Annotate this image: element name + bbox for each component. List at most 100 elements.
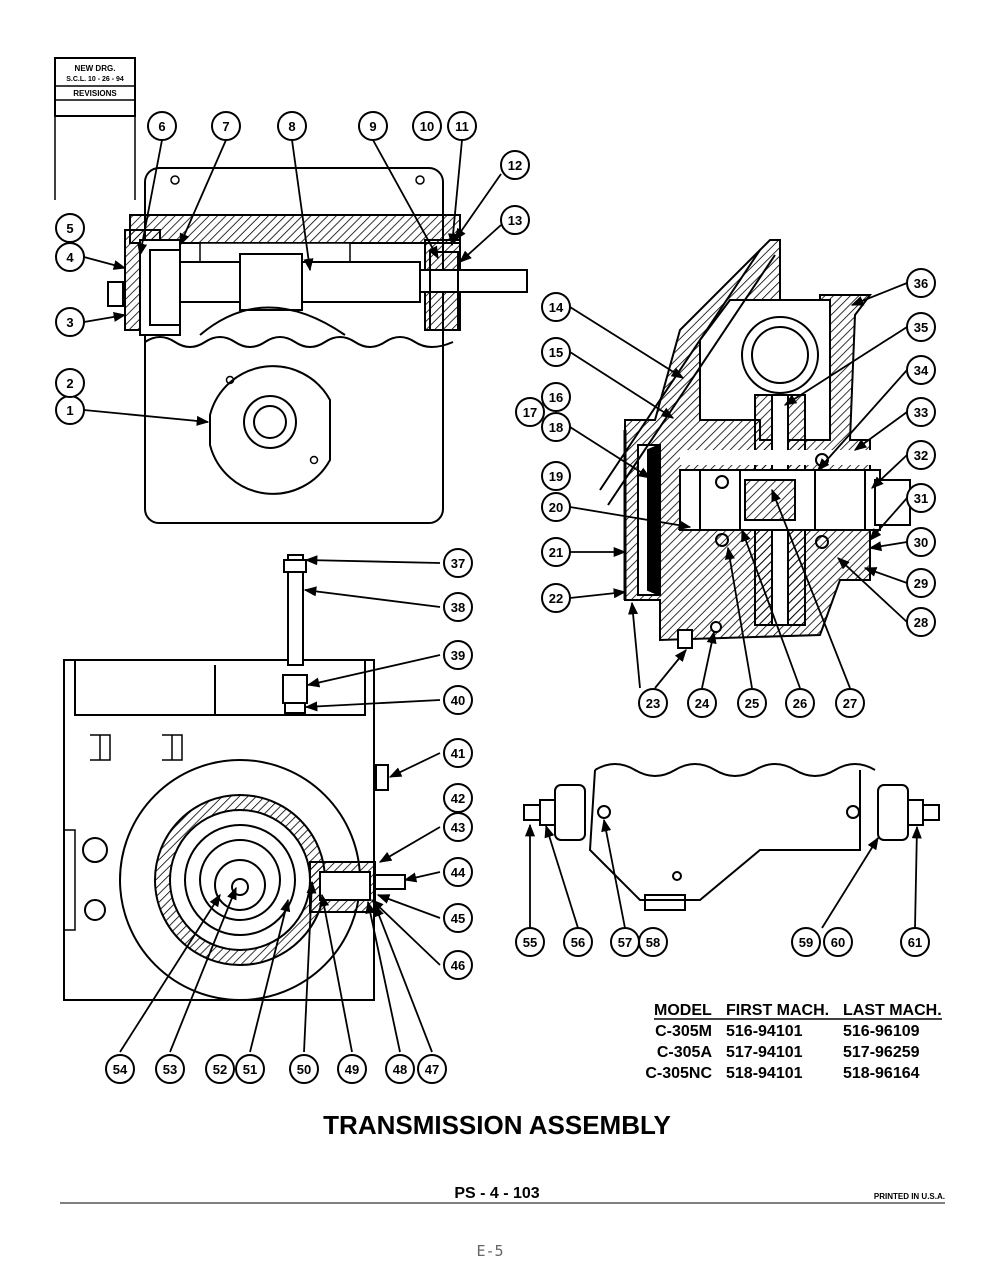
leader-4 — [83, 256, 127, 270]
callout-56: 56 — [563, 927, 593, 957]
callout-7: 7 — [211, 111, 241, 141]
callout-number: 1 — [66, 403, 73, 418]
callout-36: 36 — [906, 268, 936, 298]
callout-number: 46 — [451, 958, 465, 973]
leader-34 — [817, 369, 908, 471]
leader-9 — [372, 139, 439, 260]
callout-57: 57 — [610, 927, 640, 957]
leader-32 — [871, 454, 908, 489]
leader-20 — [569, 506, 692, 531]
callout-number: 2 — [66, 376, 73, 391]
callout-circle — [906, 440, 936, 470]
callout-number: 30 — [914, 535, 928, 550]
revisions-line2: S.C.L. 10 - 26 - 94 — [66, 76, 124, 83]
callout-47: 47 — [417, 1054, 447, 1084]
drawing-title: TRANSMISSION ASSEMBLY — [323, 1110, 671, 1140]
callout-circle — [443, 548, 473, 578]
leader-40 — [304, 699, 441, 712]
callout-35: 35 — [906, 312, 936, 342]
callout-number: 49 — [345, 1062, 359, 1077]
callout-circle — [443, 592, 473, 622]
callout-circle — [55, 368, 85, 398]
leader-1 — [83, 409, 210, 426]
callout-circle — [791, 927, 821, 957]
leader-36 — [850, 282, 908, 306]
callout-number: 43 — [451, 820, 465, 835]
leader-30 — [868, 541, 908, 552]
revisions-box: NEW DRG. S.C.L. 10 - 26 - 94 REVISIONS — [54, 57, 136, 200]
leader-11 — [448, 139, 463, 247]
callout-circle — [638, 927, 668, 957]
page-number: E-5 — [476, 1242, 503, 1260]
callout-circle — [906, 527, 936, 557]
callout-circle — [541, 492, 571, 522]
callout-28: 28 — [906, 607, 936, 637]
view-front-housing — [63, 554, 406, 1001]
callout-10: 10 — [412, 111, 442, 141]
callout-45: 45 — [443, 903, 473, 933]
callout-number: 33 — [914, 405, 928, 420]
leader-37 — [304, 555, 441, 566]
callout-34: 34 — [906, 355, 936, 385]
callout-circle — [563, 927, 593, 957]
callout-number: 9 — [369, 119, 376, 134]
callout-circle — [443, 738, 473, 768]
callout-39: 39 — [443, 640, 473, 670]
last-mach-header: LAST MACH. — [843, 1002, 942, 1019]
leader-24 — [701, 630, 717, 689]
callout-circle — [906, 483, 936, 513]
callout-1: 1 — [55, 395, 85, 425]
callout-number: 36 — [914, 276, 928, 291]
callout-number: 8 — [288, 119, 295, 134]
callout-circle — [541, 583, 571, 613]
callout-number: 41 — [451, 746, 465, 761]
callout-circle — [443, 903, 473, 933]
callout-6: 6 — [147, 111, 177, 141]
leader-7 — [179, 139, 227, 247]
callout-number: 60 — [831, 935, 845, 950]
callout-number: 18 — [549, 420, 563, 435]
callout-circle — [147, 111, 177, 141]
callout-number: 61 — [908, 935, 922, 950]
callout-circle — [55, 307, 85, 337]
leader-43 — [378, 826, 441, 863]
callout-9: 9 — [358, 111, 388, 141]
callout-number: 42 — [451, 791, 465, 806]
callout-number: 4 — [66, 250, 74, 265]
leader-3 — [83, 311, 127, 323]
callout-circle — [906, 568, 936, 598]
callout-circle — [541, 382, 571, 412]
callout-52: 52 — [205, 1054, 235, 1084]
callout-42: 42 — [443, 783, 473, 813]
leader-26 — [741, 528, 801, 689]
callout-21: 21 — [541, 537, 571, 567]
callout-27: 27 — [835, 688, 865, 718]
leader-23b — [654, 649, 687, 689]
callout-18: 18 — [541, 412, 571, 442]
callout-circle — [687, 688, 717, 718]
callout-19: 19 — [541, 461, 571, 491]
callout-circle — [500, 150, 530, 180]
callout-circle — [443, 640, 473, 670]
callout-circle — [900, 927, 930, 957]
callout-40: 40 — [443, 685, 473, 715]
leader-46 — [371, 899, 441, 966]
callout-20: 20 — [541, 492, 571, 522]
leader-35 — [783, 326, 908, 406]
leader-38 — [303, 586, 441, 608]
callout-circle — [906, 607, 936, 637]
callout-circle — [906, 268, 936, 298]
callout-50: 50 — [289, 1054, 319, 1084]
callout-circle — [541, 461, 571, 491]
leader-61 — [911, 825, 922, 929]
callout-46: 46 — [443, 950, 473, 980]
leader-6 — [137, 139, 163, 257]
leader-18 — [569, 426, 652, 479]
callout-31: 31 — [906, 483, 936, 513]
revisions-line1: NEW DRG. — [75, 64, 116, 73]
callout-number: 56 — [571, 935, 585, 950]
callout-circle — [412, 111, 442, 141]
view-side-mount — [523, 763, 940, 911]
callout-circle — [515, 397, 545, 427]
